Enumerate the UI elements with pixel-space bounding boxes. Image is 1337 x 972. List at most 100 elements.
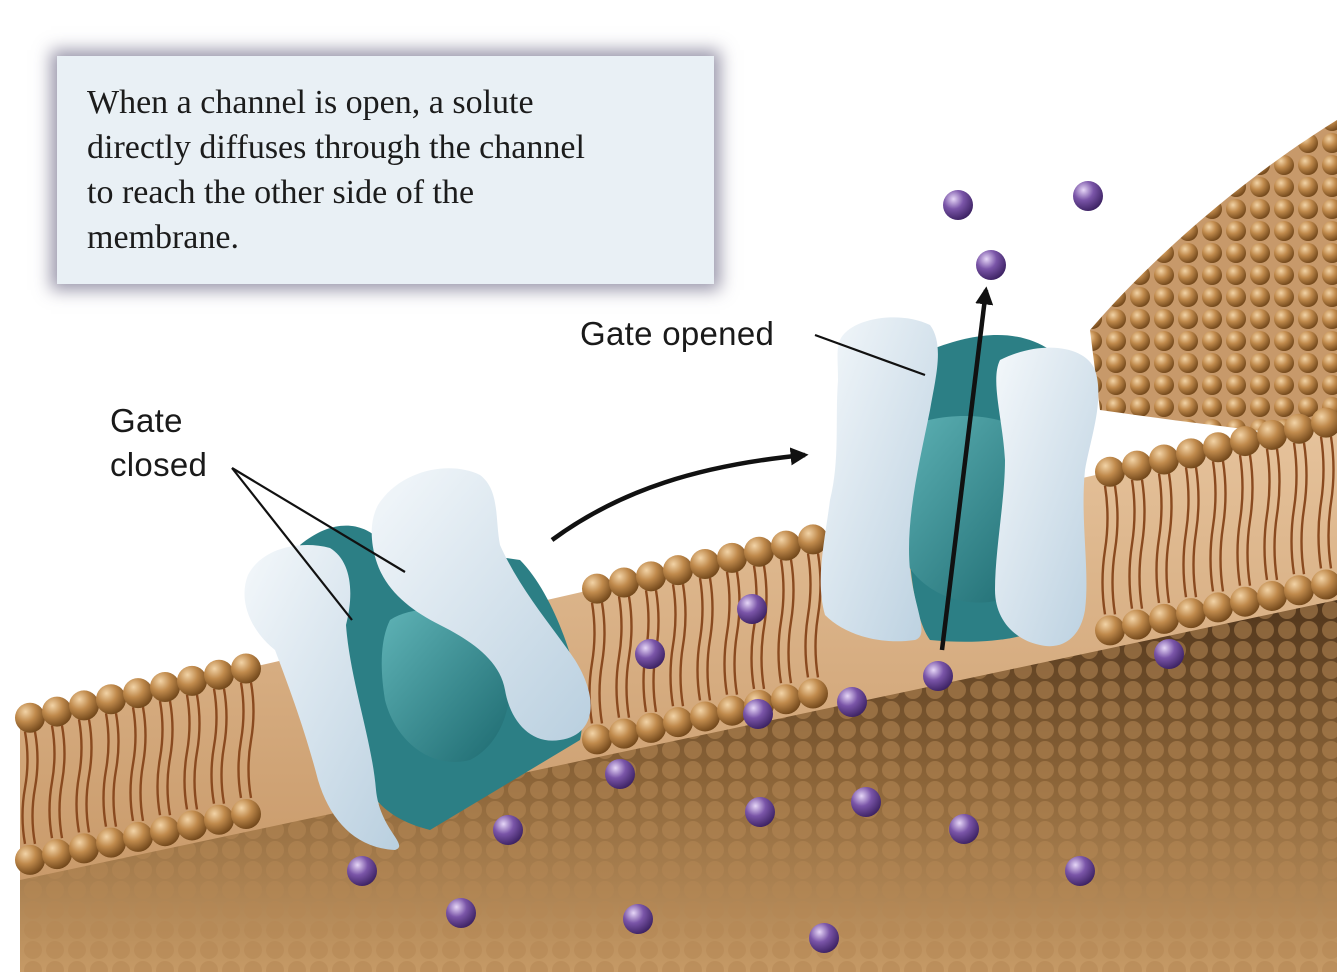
phospholipid-head [96,684,126,715]
leader-lines [231,333,926,621]
lipid-tails [21,436,1335,845]
phospholipid-head [96,827,126,858]
lipid-tail [1111,485,1119,615]
solute-molecule [949,814,979,844]
lipid-tail [733,571,741,695]
phospholipid-head [609,567,639,598]
lipid-tail [723,571,731,695]
lipid-tail [156,700,164,816]
solute-molecule [493,815,523,845]
lipid-tail [814,553,822,678]
lipid-tail [750,565,758,690]
lipid-tail [48,725,56,839]
solute-molecule [1073,181,1103,211]
caption-text: When a channel is open, a solute directl… [87,80,684,260]
lipid-tail [787,559,795,684]
lipid-tail [1327,436,1335,569]
closed-channel-protein [244,468,591,850]
lipid-tail [139,706,147,822]
phospholipid-head [1176,438,1206,469]
lipid-tail [210,688,218,804]
lipid-tail [598,602,606,724]
lipid-tail [1273,448,1281,581]
lipid-tail [1138,479,1146,609]
solute-molecule [737,594,767,624]
phospholipid-head [582,573,612,604]
phospholipid-head [717,542,747,573]
phospholipid-head [1311,569,1337,600]
diffusion-arrow [939,286,994,651]
phospholipid-head [1122,609,1152,640]
lipid-tail [1165,473,1173,604]
lipid-tail [1317,436,1325,569]
solute-molecule [851,787,881,817]
phospholipid-head [231,798,261,829]
phospholipid-head [771,530,801,561]
solute-molecule [605,759,635,789]
phospholipid-head [69,833,99,864]
phospholipid-head [771,684,801,715]
caption-line: directly diffuses through the channel [87,129,585,166]
lipid-tail [166,700,174,816]
phospholipid-head [1311,407,1337,438]
lipid-tail [625,596,633,718]
phospholipid-head [42,696,72,727]
solute-molecule [837,687,867,717]
lipid-tail [1209,461,1217,592]
phospholipid-head [1203,432,1233,463]
lipid-tail [804,553,812,678]
phospholipid-head [150,671,180,702]
phospholipid-head [690,701,720,732]
solute-molecule [745,797,775,827]
phospholipid-head [1203,592,1233,623]
lipid-tail [615,596,623,718]
lipid-tail [1263,448,1271,581]
caption-line: to reach the other side of the [87,174,475,211]
caption-line: When a channel is open, a solute [87,84,534,121]
lipid-tail [31,731,39,845]
lipid-tail [1219,461,1227,592]
solute-molecule [743,699,773,729]
phospholipid-head [582,724,612,755]
solute-molecule [1065,856,1095,886]
lipid-tail [129,706,137,822]
phospholipid-head [1230,426,1260,457]
solute-molecules [347,181,1184,953]
lipid-tail [696,577,704,701]
lipid-tail [1290,442,1298,575]
phospholipid-head [717,695,747,726]
solute-molecule [623,904,653,934]
phospholipid-head [150,816,180,847]
phospholipid-head [15,844,45,875]
phospholipid-head [609,718,639,749]
phospholipid-head [42,839,72,870]
phospholipid-head [177,810,207,841]
solute-molecule [943,190,973,220]
lipid-tail [669,583,677,707]
phospholipid-head [798,678,828,709]
caption-line: membrane. [87,219,239,256]
phospholipid-head [798,524,828,555]
phospholipid-head [636,712,666,743]
lipid-tail [220,688,228,804]
lipid-tail [1236,454,1244,586]
solute-molecule [1154,639,1184,669]
lipid-tail [102,713,110,827]
phospholipid-head [663,707,693,738]
lipid-tail [85,719,93,833]
lipid-tail [777,559,785,684]
phospholipid-head [204,659,234,690]
gate-closed-line2: closed [110,446,208,483]
phospholipid-head [1284,413,1314,444]
phospholipid-head [636,561,666,592]
lipid-tail [58,725,66,839]
lipid-tail [1246,454,1254,586]
phospholipid-head [1230,586,1260,617]
lipid-tail [1192,467,1200,598]
phospholipid-head [123,821,153,852]
lipid-tail [1155,473,1163,604]
gate-closed-line1: Gate [110,402,183,439]
phospholipid-head [69,690,99,721]
open-channel-protein [820,317,1099,647]
